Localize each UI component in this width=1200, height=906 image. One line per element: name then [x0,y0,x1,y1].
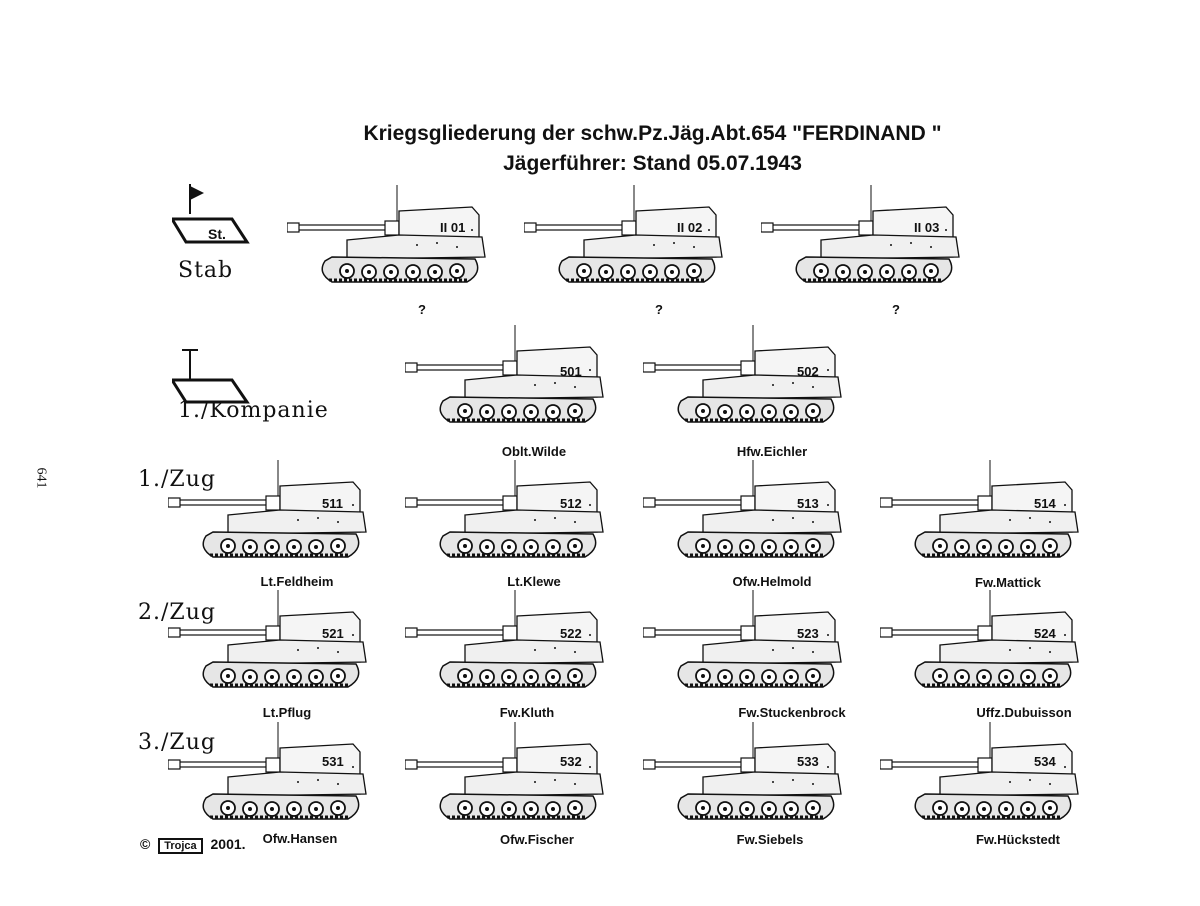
commander-name: ? [655,302,663,317]
tank-number: 513 [797,496,819,511]
tank-zug3-3 [643,722,843,822]
page-number: 641 [33,467,49,489]
label-kompanie: 1./Kompanie [178,398,329,423]
tank-number: 523 [797,626,819,641]
ferdinand-tank-icon [405,722,605,821]
commander-name: Fw.Kluth [499,705,555,720]
commander-name: Ofw.Hansen [262,831,338,846]
ferdinand-tank-icon [761,185,961,284]
page-title: Kriegsgliederung der schw.Pz.Jäg.Abt.654… [363,122,942,145]
stab-tactical-symbol: St. [170,182,252,246]
ferdinand-tank-icon [287,185,487,284]
tank-number: II 01 [440,220,466,235]
tank-number: 534 [1034,754,1056,769]
commander-name: ? [892,302,900,317]
stab-symbol-text: St. [208,226,226,242]
label-zug3: 3./Zug [138,730,216,755]
commander-name: ? [418,302,426,317]
commander-name: Hfw.Eichler [736,444,808,459]
commander-name: Oblt.Wilde [501,444,567,459]
tank-number: 522 [560,626,582,641]
tank-number: 532 [560,754,582,769]
commander-name: Lt.Feldheim [260,574,334,589]
tank-zug3-2 [405,722,605,822]
commander-name: Lt.Pflug [262,705,312,720]
tank-zug3-1 [168,722,368,822]
tank-number: II 03 [914,220,940,235]
commander-name: Ofw.Helmold [732,574,812,589]
commander-name: Fw.Mattick [975,575,1041,590]
author-logo: Trojca [158,838,203,854]
tank-number: 512 [560,496,582,511]
ferdinand-tank-icon [880,722,1080,821]
tank-zug3-4 [880,722,1080,822]
tank-number: 514 [1034,496,1056,511]
tank-stab-3 [761,185,961,285]
commander-name: Fw.Stuckenbrock [738,705,846,720]
tank-stab-1 [287,185,487,285]
tank-number: 531 [322,754,344,769]
page-subtitle: Jägerführer: Stand 05.07.1943 [503,152,802,175]
commander-name: Fw.Siebels [736,832,804,847]
kompanie-flag-icon [170,348,249,404]
tank-number: 511 [322,496,343,511]
commander-name: Uffz.Dubuisson [976,705,1072,720]
label-stab: Stab [178,258,234,283]
commander-name: Fw.Hückstedt [975,832,1061,847]
tank-number: 502 [797,364,819,379]
label-zug2: 2./Zug [138,600,216,625]
tank-number: 533 [797,754,819,769]
copyright-symbol: © [140,836,151,852]
tank-number: II 02 [677,220,703,235]
kompanie-tactical-symbol [170,344,252,406]
tank-number: 521 [322,626,344,641]
commander-name: Ofw.Fischer [500,832,574,847]
tank-number: 524 [1034,626,1056,641]
ferdinand-tank-icon [643,722,843,821]
copyright-notice: © Trojca 2001. [140,836,246,854]
tank-stab-2 [524,185,724,285]
tank-number: 501 [560,364,582,379]
ferdinand-tank-icon [524,185,724,284]
ferdinand-tank-icon [168,722,368,821]
label-zug1: 1./Zug [138,467,216,492]
commander-name: Lt.Klewe [507,574,561,589]
copyright-year: 2001. [210,836,246,852]
